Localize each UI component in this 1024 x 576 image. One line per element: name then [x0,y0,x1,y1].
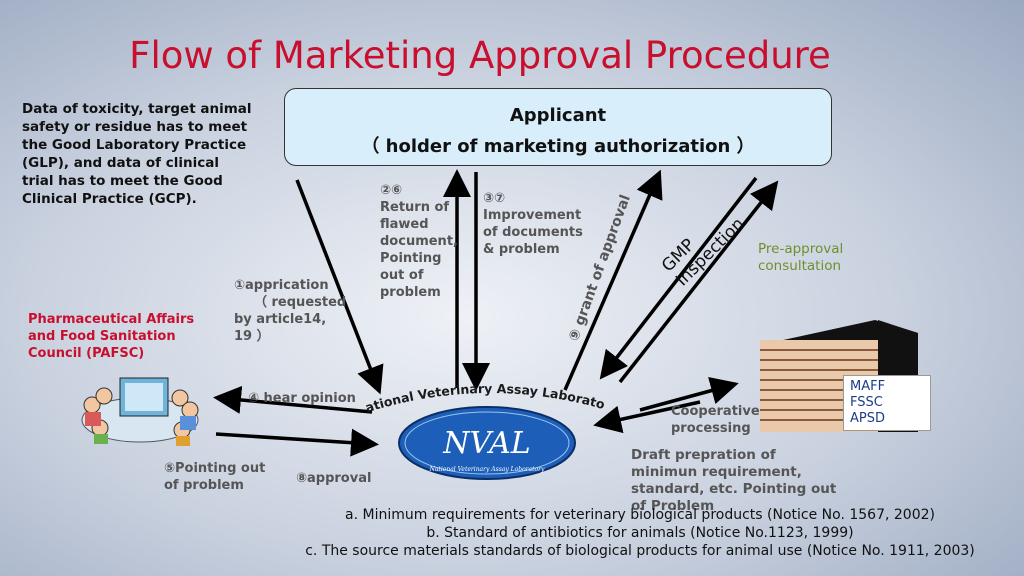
arrow-hear-opinion [213,385,373,414]
step26-label: ②⑥ Return of flawed document, Pointing o… [380,182,458,301]
meeting-clipart [81,377,199,446]
glp-gcp-note: Data of toxicity, target animal safety o… [22,101,252,207]
step37-text: Improvement of documents & problem [483,208,583,257]
arrow-gmp-up [618,180,779,384]
arrow-pointing-out [215,428,379,457]
step26-text: Return of flawed document, Pointing out … [380,200,458,300]
step4-label: ④ hear opinion [248,391,356,406]
arrow-coop-to-nval [593,400,701,434]
maff-line-2: FSSC [850,395,883,410]
step37-label: ③⑦ Improvement of documents & problem [483,190,583,258]
reference-b: b. Standard of antibiotics for animals (… [426,525,854,541]
step1-line3: by article14, [234,312,327,327]
maff-box: MAFF FSSC APSD [843,375,931,431]
applicant-box: Applicant （ holder of marketing authoriz… [284,88,832,166]
draft-label: Draft prepration of minimun requirement,… [631,447,837,514]
nval-logo-text: NVAL [442,426,530,461]
step26-num: ②⑥ [380,183,403,198]
coop-label: Cooperative processing [671,404,760,436]
nval-logo: NVAL National Veterinary Assay Laborator… [398,406,576,480]
step1-label: ①apprication （ requested by article14, 1… [234,277,354,345]
applicant-label: Applicant [509,105,607,126]
applicant-sublabel: （ holder of marketing authorization ） [361,136,755,157]
arrow-grant [563,169,663,391]
reference-a: a. Minimum requirements for veterinary b… [345,507,935,523]
preapproval-label: Pre-approval consultation [758,241,844,274]
arrow-gmp-down [599,176,758,380]
step1-line2: （ requested [254,295,347,310]
maff-line-3: APSD [850,411,885,426]
step5-label: ⑤Pointing out of problem [164,461,266,493]
step1-line4: 19 ） [234,329,270,344]
reference-c: c. The source materials standards of bio… [305,543,975,559]
references: a. Minimum requirements for veterinary b… [300,506,980,560]
step37-num: ③⑦ [483,191,506,206]
page-title: Flow of Marketing Approval Procedure [129,34,831,77]
arrow-coop-to-maff [639,376,739,412]
step1-line1: ①apprication [234,278,329,293]
maff-line-1: MAFF [850,379,886,394]
step8-label: ⑧approval [296,471,372,486]
nval-logo-subtext: National Veterinary Assay Laboratory [429,466,545,473]
pafsc-label: Pharmaceutical Affairs and Food Sanitati… [28,312,195,361]
arrow-application [295,179,384,395]
